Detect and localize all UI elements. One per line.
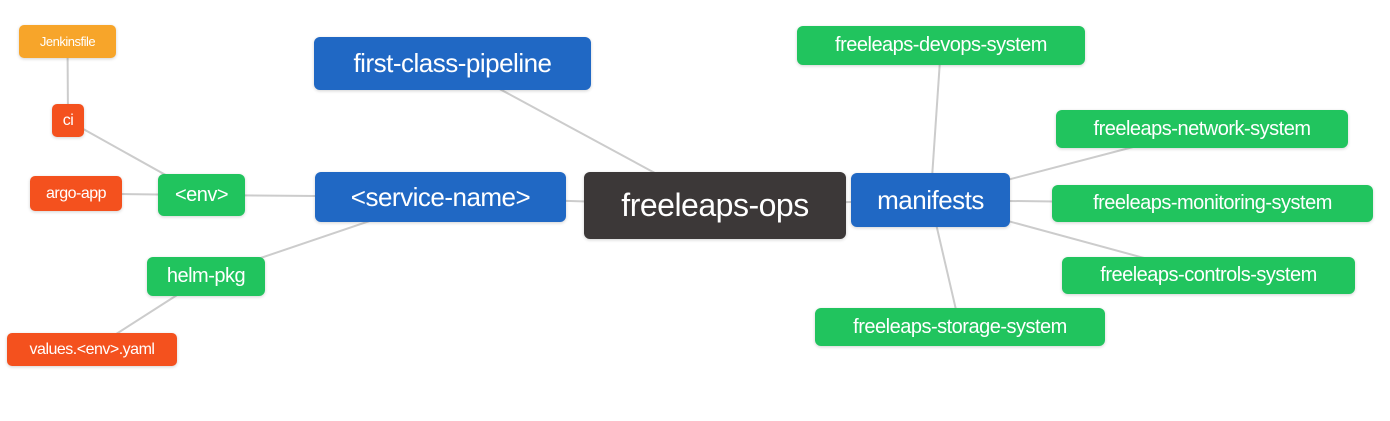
node-first-class-pipeline[interactable]: first-class-pipeline — [314, 37, 591, 90]
node-label: first-class-pipeline — [353, 48, 552, 78]
node-freeleaps-storage-system[interactable]: freeleaps-storage-system — [815, 308, 1105, 346]
node-label: freeleaps-network-system — [1093, 117, 1311, 140]
node-label: Jenkinsfile — [39, 34, 96, 49]
node-service-name[interactable]: <service-name> — [315, 172, 566, 222]
node-label: freeleaps-storage-system — [853, 315, 1067, 338]
node-label: <env> — [174, 183, 229, 206]
node-label: argo-app — [45, 184, 107, 202]
node-label: ci — [62, 111, 74, 129]
node-ci[interactable]: ci — [52, 104, 84, 137]
node-manifests[interactable]: manifests — [851, 173, 1010, 227]
node-jenkinsfile[interactable]: Jenkinsfile — [19, 25, 116, 58]
node-label: freeleaps-devops-system — [835, 34, 1047, 56]
node-freeleaps-monitoring-system[interactable]: freeleaps-monitoring-system — [1052, 185, 1373, 222]
node-label: helm-pkg — [166, 265, 246, 287]
node-label: freeleaps-monitoring-system — [1093, 192, 1332, 214]
node-helm-pkg[interactable]: helm-pkg — [147, 257, 265, 296]
node-freeleaps-ops[interactable]: freeleaps-ops — [584, 172, 846, 239]
node-freeleaps-controls-system[interactable]: freeleaps-controls-system — [1062, 257, 1355, 294]
node-label: manifests — [877, 184, 984, 215]
node-label: values.<env>.yaml — [29, 340, 155, 358]
node-freeleaps-devops-system[interactable]: freeleaps-devops-system — [797, 26, 1085, 65]
node-freeleaps-network-system[interactable]: freeleaps-network-system — [1056, 110, 1348, 148]
node-label: <service-name> — [350, 181, 531, 212]
node-values-env-yaml[interactable]: values.<env>.yaml — [7, 333, 177, 366]
node-label: freeleaps-controls-system — [1100, 264, 1317, 286]
node-label: freeleaps-ops — [621, 187, 809, 223]
node-env[interactable]: <env> — [158, 174, 245, 216]
node-argo-app[interactable]: argo-app — [30, 176, 122, 211]
